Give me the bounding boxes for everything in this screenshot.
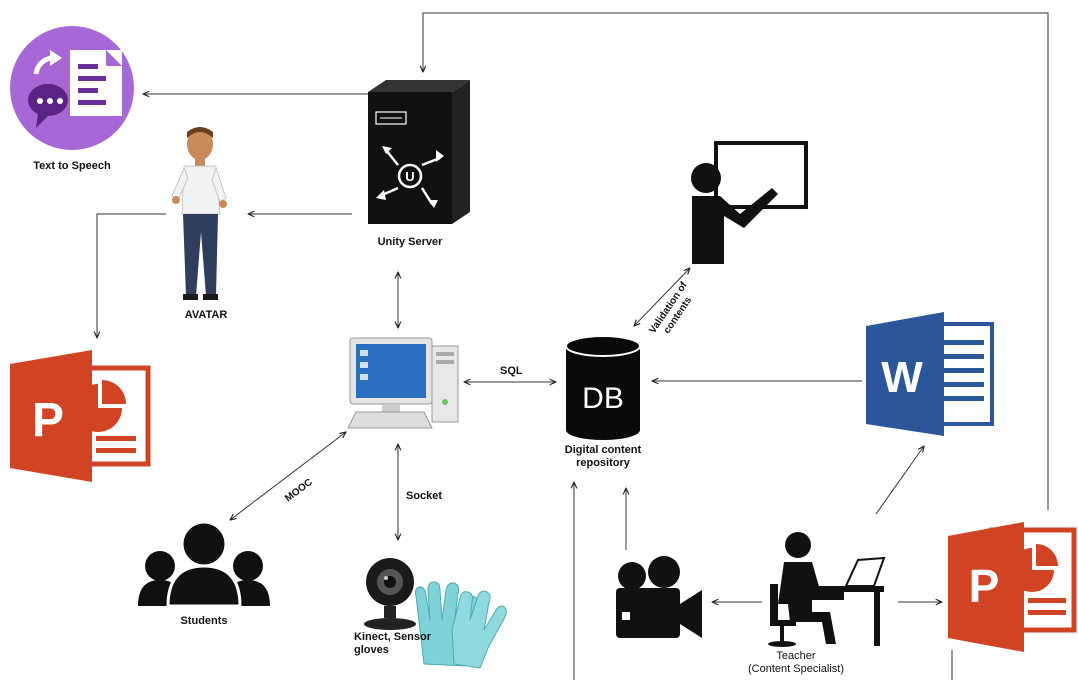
edge-computer-students <box>230 432 346 520</box>
edge-label-sql: SQL <box>500 365 523 377</box>
database-icon: DB <box>565 335 641 440</box>
students-group-icon <box>138 520 270 608</box>
teacher-label-line2: (Content Specialist) <box>748 663 844 675</box>
avatar-label: AVATAR <box>184 309 228 321</box>
word-icon: W <box>866 312 994 436</box>
kinect-label: Kinect, Sensor gloves <box>354 631 431 657</box>
students-label: Students <box>180 615 228 627</box>
teacher-at-desk-icon <box>768 532 886 647</box>
server-icon: U <box>368 80 470 224</box>
edge-avatar-to-ppt <box>97 213 166 338</box>
edge-db-teacher <box>634 268 690 326</box>
edge-ppt-to-unity <box>423 12 1049 510</box>
svg-text:P: P <box>969 560 1000 612</box>
webcam-gloves-icon <box>364 558 507 669</box>
unity-server-label: Unity Server <box>377 236 443 248</box>
db-label: Digital content repository <box>548 444 658 470</box>
svg-text:P: P <box>32 394 64 447</box>
edge-label-socket: Socket <box>406 490 442 502</box>
edge-label-mooc: MOOC <box>283 477 314 505</box>
kinect-label-line2: gloves <box>354 644 389 656</box>
computer-icon <box>347 337 459 429</box>
connectors <box>97 12 1049 680</box>
db-label-line2: repository <box>576 457 630 469</box>
avatar-figure-icon <box>171 127 227 300</box>
db-icon-text: DB <box>582 382 624 415</box>
teacher-label-line1: Teacher <box>776 650 816 662</box>
svg-text:U: U <box>405 169 414 184</box>
video-camera-icon <box>616 556 702 638</box>
db-label-line1: Digital content <box>564 444 642 456</box>
word-icon-text: W <box>881 353 923 402</box>
tts-label: Text to Speech <box>33 160 111 172</box>
powerpoint-icon: P <box>10 350 151 482</box>
powerpoint-icon-right: P <box>948 522 1077 652</box>
edge-teacher-to-word <box>875 446 924 515</box>
kinect-label-line1: Kinect, Sensor <box>354 631 432 643</box>
teacher-label: Teacher (Content Specialist) <box>736 650 856 676</box>
text-to-speech-icon <box>10 26 134 150</box>
teacher-whiteboard-icon <box>691 141 808 264</box>
